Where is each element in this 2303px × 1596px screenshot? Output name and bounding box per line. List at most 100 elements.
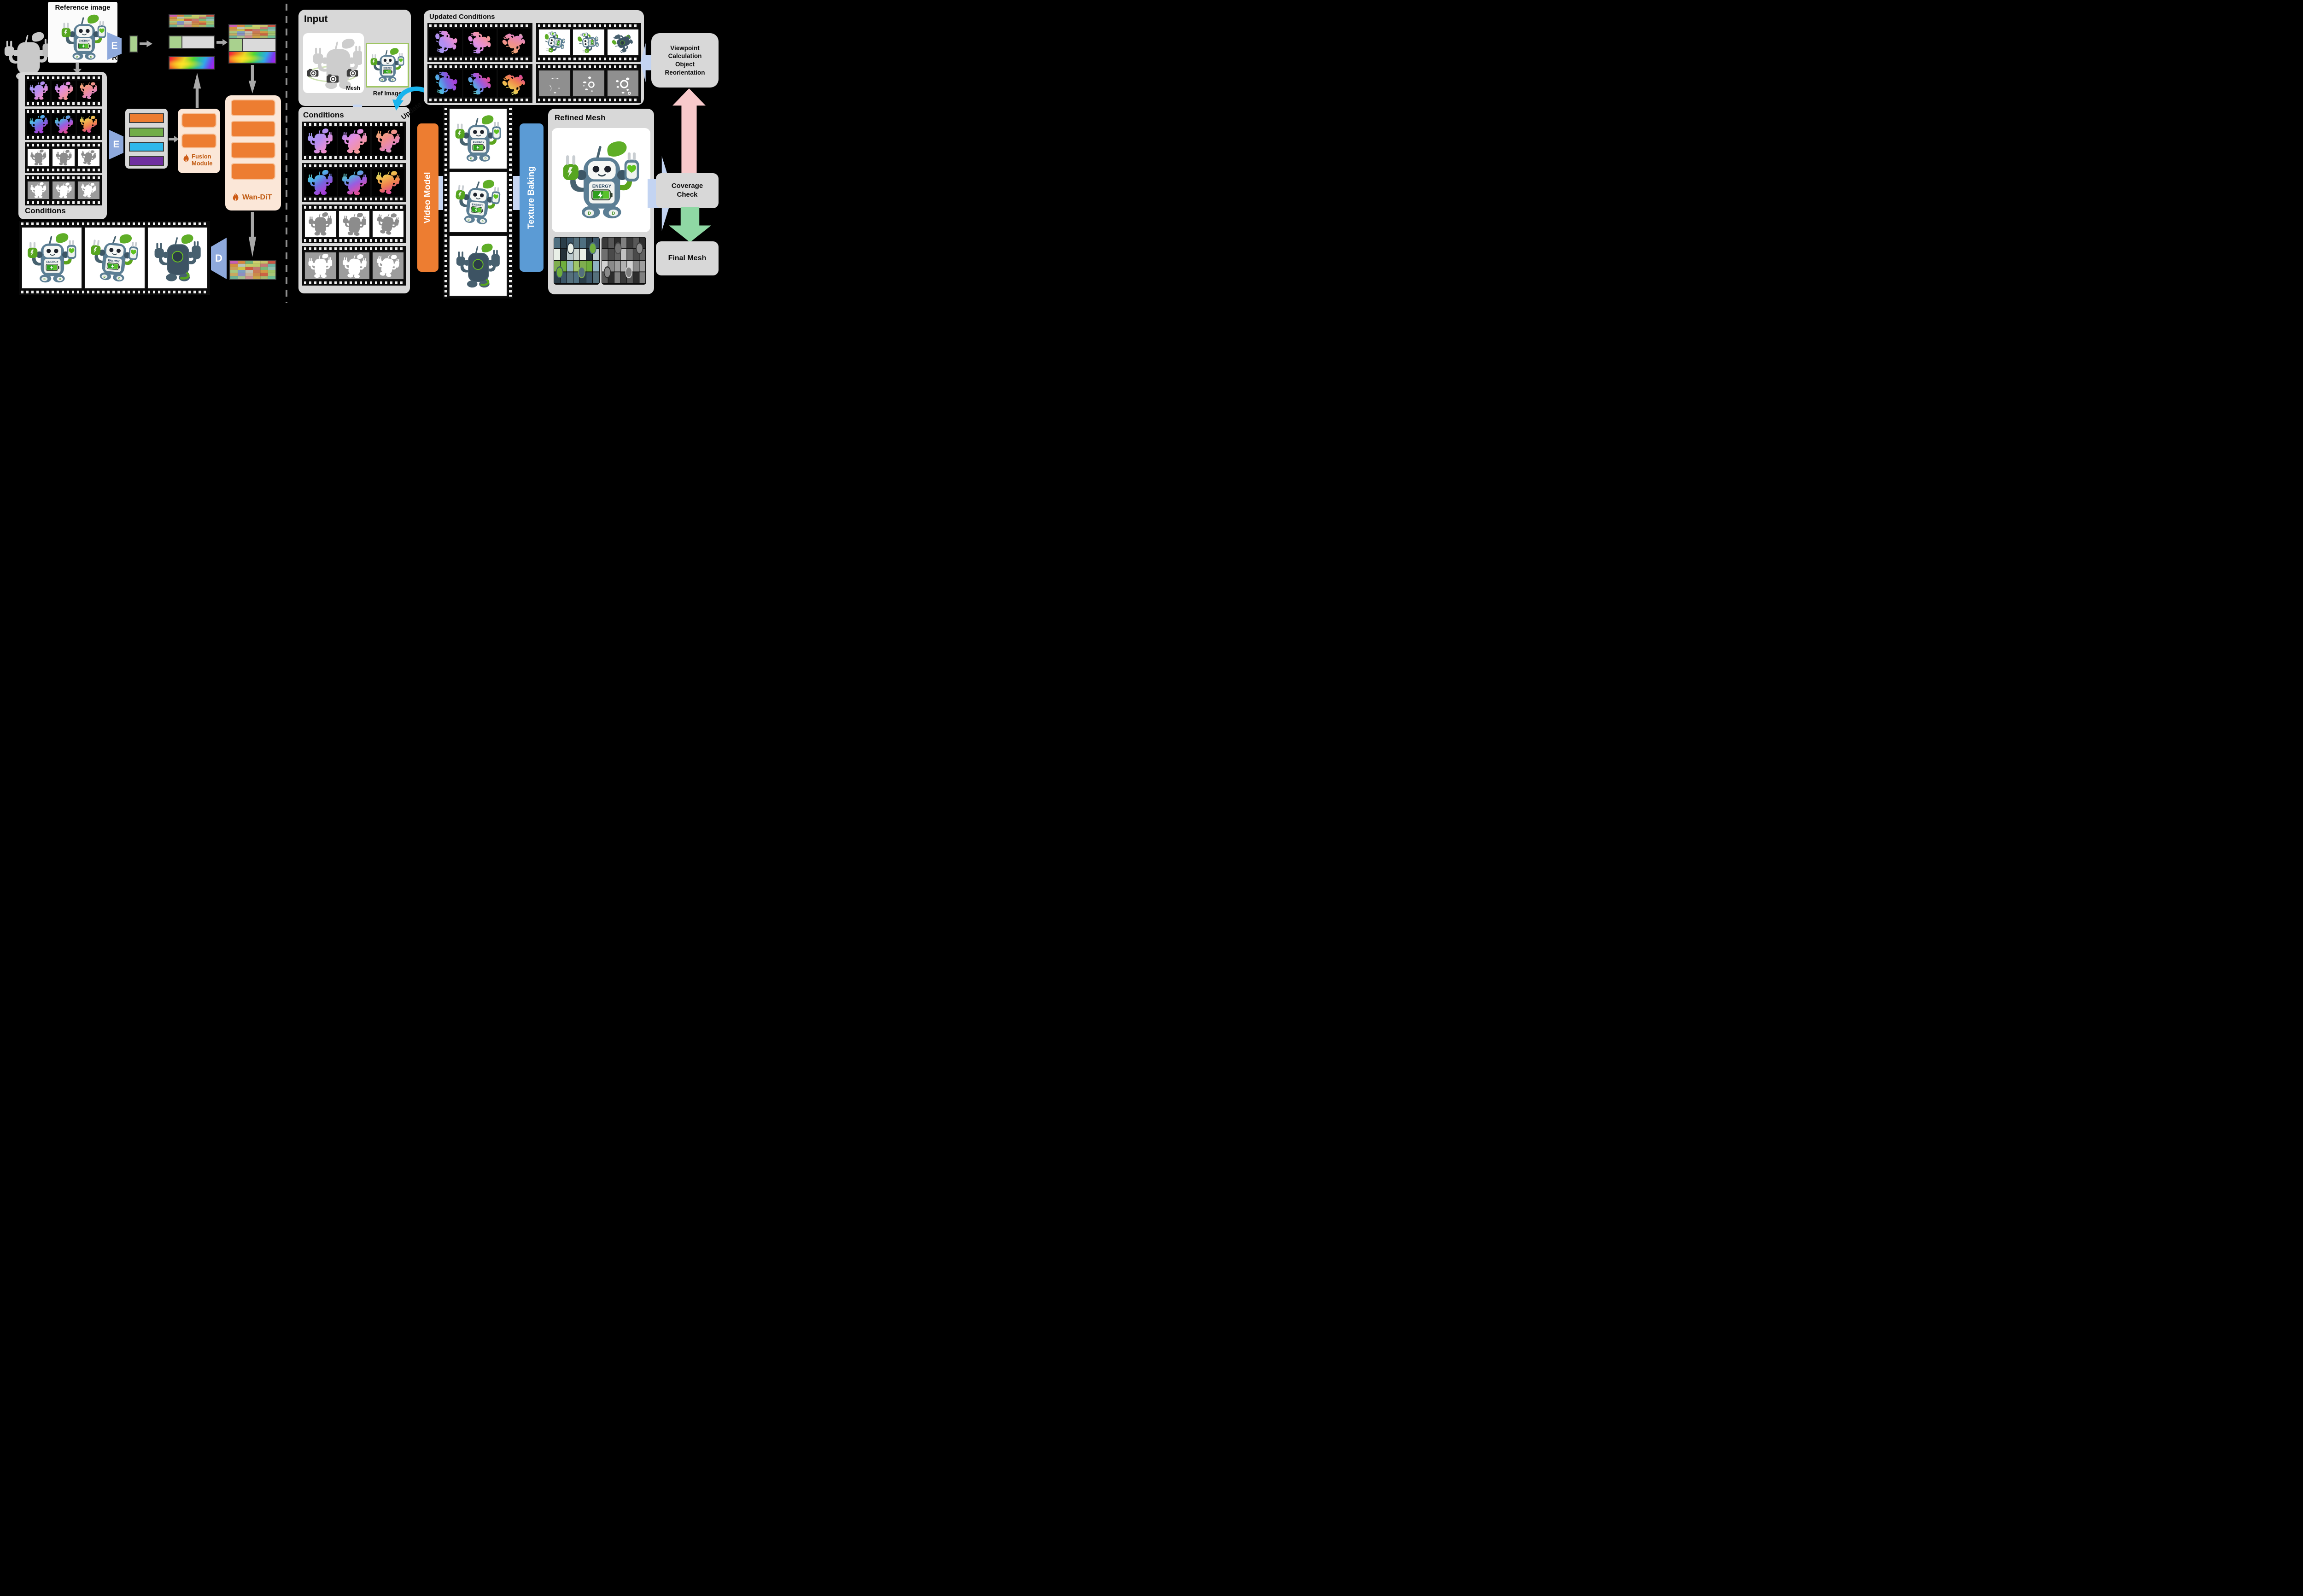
- fusion-to-latents-arrow: [193, 73, 201, 108]
- conditions-title-right: Conditions: [303, 111, 344, 119]
- ref-image-robot: [368, 45, 407, 85]
- stack-to-wandit-arrow: [248, 65, 257, 94]
- updated-position-frame: [429, 70, 462, 97]
- viewpoint-line: Object: [675, 61, 695, 68]
- output-latent-block: [229, 260, 276, 280]
- mesh-box: Mesh: [303, 33, 364, 93]
- condition-latent-cyan: [129, 142, 164, 152]
- encoder-top-letter: E: [111, 41, 118, 51]
- coverage-to-final-arrow: [669, 207, 711, 242]
- fire-icon: [232, 193, 240, 203]
- video-model-label: Video Model: [423, 172, 433, 223]
- mask-frame: [52, 148, 76, 167]
- inverse-mask-frame: [304, 251, 337, 280]
- inverse-mask-frame: [27, 181, 51, 200]
- section-divider: [286, 4, 287, 303]
- wan-dit-block: [231, 142, 275, 158]
- condition-latent-orange: [129, 113, 164, 123]
- inverse-mask-frame: [76, 181, 100, 200]
- position-map-frame: [27, 114, 51, 134]
- updated-render-frame: [606, 29, 639, 56]
- noise-block-1: [169, 14, 215, 28]
- updated-normal-frame: [429, 29, 462, 56]
- generated-views-filmstrip: [19, 221, 210, 295]
- mask-frame: [338, 210, 371, 238]
- normal-map-frame: [338, 127, 371, 155]
- position-map-frame: [304, 169, 337, 196]
- refined-mesh-robot: [557, 132, 645, 228]
- updated-position-filmstrip: [427, 64, 532, 103]
- coverage-check-box: Coverage Check: [656, 173, 719, 208]
- position-map-frame: [338, 169, 371, 196]
- position-map-frame: [52, 114, 76, 134]
- position-map-filmstrip-left: [25, 109, 102, 140]
- mask-frame: [372, 210, 405, 238]
- encoder-bottom-letter: E: [113, 139, 120, 150]
- texture-atlas-color: [554, 237, 600, 285]
- generated-view-frame: [146, 227, 208, 289]
- updated-partial-mask-filmstrip: [536, 64, 641, 103]
- normal-map-filmstrip-right: [302, 122, 406, 160]
- wan-dit-label: Wan-DiT: [242, 193, 272, 201]
- inverse-mask-filmstrip-right: [302, 246, 406, 286]
- reference-robot-image: [58, 14, 110, 61]
- generated-video-filmstrip: [443, 106, 513, 298]
- input-title: Input: [304, 14, 328, 24]
- partial-mask-frame: [572, 70, 605, 97]
- updated-render-frame: [572, 29, 605, 56]
- generated-view-frame: [21, 227, 83, 289]
- normal-map-frame: [27, 81, 51, 101]
- partial-mask-frame: [606, 70, 639, 97]
- updated-render-frame: [538, 29, 571, 56]
- viewpoint-line: Calculation: [668, 53, 702, 60]
- inverse-mask-frame: [52, 181, 76, 200]
- condition-encoder: E: [109, 130, 123, 159]
- ref-image-label: Ref Image: [373, 90, 402, 97]
- normal-map-frame: [304, 127, 337, 155]
- latent-concat-arrow-2: [216, 39, 228, 46]
- updated-position-frame: [497, 70, 531, 97]
- texture-atlas-gray: [602, 237, 646, 285]
- generated-view-frame: [84, 227, 146, 289]
- texture-baking-label: Texture Baking: [526, 166, 536, 229]
- latent-pair-block-1: [169, 35, 215, 49]
- reference-image-panel: Reference image: [48, 2, 117, 63]
- ref-latent-label: R: [112, 54, 117, 62]
- concatenated-latent-stack: [228, 24, 276, 64]
- reference-image-title: Reference image: [55, 4, 111, 12]
- video-frame: [449, 171, 508, 233]
- decoder-letter: D: [215, 252, 222, 264]
- normal-map-frame: [372, 127, 405, 155]
- mesh-label: Mesh: [346, 85, 360, 91]
- mask-filmstrip-left: [25, 142, 102, 173]
- mesh-robot-image: [306, 35, 362, 91]
- viewpoint-calculation-box: Viewpoint Calculation Object Reorientati…: [651, 33, 719, 88]
- position-map-filmstrip-right: [302, 163, 406, 202]
- fusion-block: [181, 134, 216, 148]
- partial-mask-frame: [538, 70, 571, 97]
- noise-block-2: [229, 25, 275, 38]
- inverse-mask-filmstrip-left: [25, 175, 102, 205]
- normal-map-filmstrip-left: [25, 75, 102, 106]
- coverage-to-viewpoint-arrow: [672, 88, 706, 174]
- stack-to-fusion-arrow: [169, 135, 179, 143]
- mask-filmstrip-right: [302, 205, 406, 243]
- viewpoint-line: Viewpoint: [670, 44, 700, 52]
- normal-map-frame: [52, 81, 76, 101]
- figure-canvas: Reference image R E: [0, 0, 719, 319]
- normal-map-frame: [76, 81, 100, 101]
- wandit-to-latent-arrow: [248, 212, 257, 257]
- wan-dit-block: [231, 121, 275, 137]
- refined-mesh-title: Refined Mesh: [555, 113, 606, 122]
- image-encoder-top: E: [107, 32, 122, 60]
- image-decoder: D: [211, 238, 227, 279]
- coordinate-map-block-2: [229, 52, 275, 63]
- latent-concat-arrow-1: [140, 40, 152, 47]
- wan-dit-block: [231, 163, 275, 180]
- fusion-block: [181, 113, 216, 128]
- updated-normal-frame: [463, 29, 497, 56]
- refined-mesh-render-box: [552, 128, 650, 232]
- wan-dit-block: [231, 99, 275, 116]
- viewpoint-line: Reorientation: [665, 69, 705, 76]
- updated-render-filmstrip: [536, 23, 641, 62]
